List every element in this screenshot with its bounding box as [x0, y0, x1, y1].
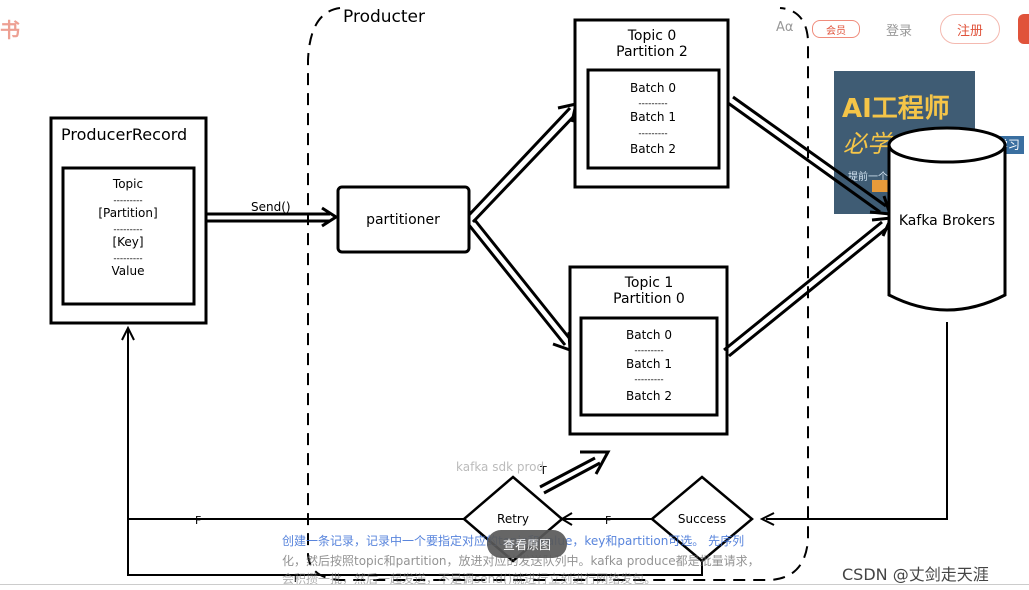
- success-true-label: T: [291, 572, 299, 585]
- record-field-topic: Topic: [112, 177, 143, 191]
- producer-record-title: ProducerRecord: [61, 125, 187, 144]
- record-field-value: Value: [112, 264, 145, 278]
- success-true-line: [127, 519, 703, 576]
- ad-tag: 必学: [843, 130, 891, 158]
- send-arrow: [206, 212, 330, 223]
- side-tab[interactable]: [1018, 14, 1029, 44]
- site-logo-fragment[interactable]: 书: [0, 18, 20, 42]
- ad-footnote: 提前一个月: [848, 172, 898, 183]
- article-text-line2: 化，然后按照topic和partition，放进对应的发送队列中。kafka p…: [282, 554, 760, 568]
- topic0-title: Topic 0: [627, 28, 677, 44]
- brokers-label: Kafka Brokers: [899, 213, 995, 229]
- record-separator: ---------: [634, 346, 663, 356]
- arrow-topic0-to-brokers: [727, 95, 887, 214]
- success-label: Success: [678, 512, 726, 526]
- record-separator: ---------: [638, 99, 667, 109]
- topic1-partition: Partition 0: [613, 291, 685, 307]
- register-label: 注册: [956, 23, 983, 39]
- topic1-batch-2: Batch 2: [626, 389, 672, 403]
- vip-badge[interactable]: 会员: [812, 20, 860, 38]
- send-label: Send(): [251, 200, 291, 214]
- topic0-batch-0: Batch 0: [630, 81, 676, 95]
- login-link[interactable]: 登录: [886, 24, 913, 39]
- arrow-to-topic1: [467, 218, 572, 346]
- register-button[interactable]: 注册: [940, 14, 1000, 44]
- record-field-key: [Key]: [112, 235, 143, 249]
- success-false-label: F: [605, 514, 611, 527]
- record-separator: ---------: [113, 196, 142, 206]
- brokers-return-line: [766, 322, 948, 520]
- record-separator: ---------: [638, 129, 667, 139]
- brokers-cylinder: [887, 145, 1007, 312]
- site-header: [0, 0, 1029, 56]
- retry-label: Retry: [497, 512, 529, 526]
- topic0-batch-1: Batch 1: [630, 110, 676, 124]
- producer-group-border: [307, 7, 809, 581]
- divider: [0, 584, 1029, 585]
- record-separator: ---------: [113, 254, 142, 264]
- article-text-line3: 会积攒一批，然后一起发送，不是调send()就进行立刻进行网络发包。: [282, 572, 657, 586]
- record-field-partition: [Partition]: [98, 206, 157, 220]
- topic0-batch-2: Batch 2: [630, 142, 676, 156]
- csdn-watermark: CSDN @丈剑走天涯: [842, 565, 989, 584]
- record-separator: ---------: [113, 225, 142, 235]
- topic1-batch-0: Batch 0: [626, 328, 672, 342]
- font-size-icon[interactable]: Aα: [776, 20, 794, 35]
- retry-false-line: [127, 330, 464, 520]
- topic1-title: Topic 1: [624, 275, 674, 291]
- partitioner-box: [336, 185, 471, 254]
- retry-true-label: T: [539, 464, 547, 477]
- arrow-to-topic0: [467, 106, 577, 224]
- topic0-partition: Partition 2: [616, 44, 688, 60]
- image-caption: kafka sdk prod: [456, 460, 545, 474]
- partitioner-label: partitioner: [366, 212, 440, 228]
- ad-title: AI工程师: [842, 94, 950, 124]
- topic1-batch-1: Batch 1: [626, 357, 672, 371]
- topic0-batches-box: [586, 68, 721, 170]
- producer-group-label: Producter: [343, 7, 425, 27]
- producer-record-fields-box: [61, 166, 196, 306]
- retry-false-label: F: [195, 514, 201, 527]
- retry-true-arrow: [539, 456, 601, 495]
- arrow-topic1-to-brokers: [723, 220, 888, 358]
- view-original-label: 查看原图: [502, 537, 551, 552]
- record-separator: ---------: [634, 375, 663, 385]
- vip-label: 会员: [826, 25, 846, 37]
- view-original-button[interactable]: 查看原图: [487, 530, 567, 558]
- topic1-batches-box: [579, 316, 719, 417]
